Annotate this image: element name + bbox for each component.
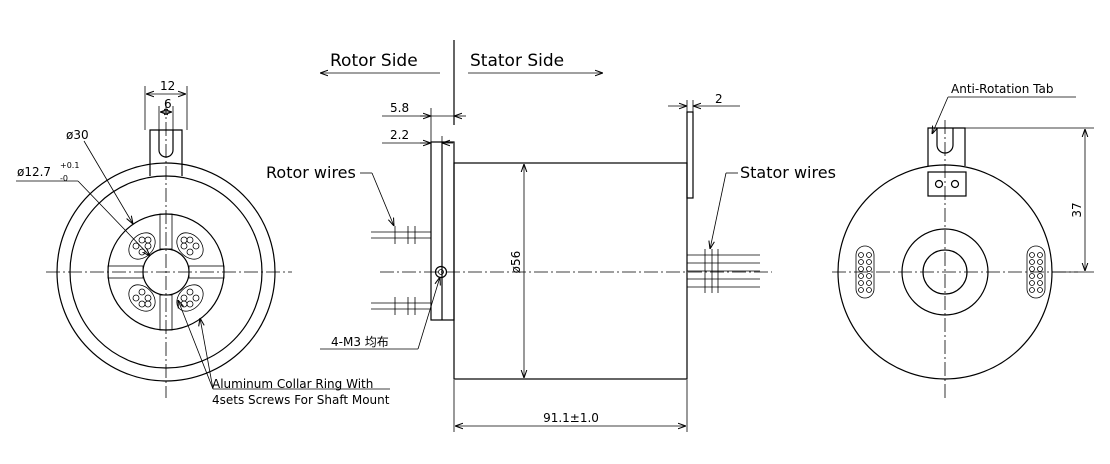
dim-label-56: ø56 (509, 251, 523, 274)
left-inner-circle (69, 175, 263, 369)
collar-note-line-2: 4sets Screws For Shaft Mount (212, 393, 390, 407)
left-tab-slot (158, 130, 174, 158)
collar-screw-slot-top (159, 213, 173, 250)
right-hub-bore (922, 249, 968, 295)
dim-tol-upper: +0.1 (60, 161, 79, 170)
dim-label-6: 6 (164, 97, 172, 111)
wire-bundle-left (855, 245, 875, 299)
dim-label-30: ø30 (66, 128, 89, 142)
right-tab-slot (936, 128, 954, 154)
collar-note-line-1: Aluminum Collar Ring With (212, 377, 373, 391)
dim-label-5-8: 5.8 (390, 101, 409, 115)
stator-body (453, 162, 688, 380)
dim-tol-lower: -0 (60, 174, 68, 183)
collar-screw-slot-left (107, 265, 144, 279)
rotor-side-heading: Rotor Side (330, 51, 418, 71)
collar-note-leader-2 (200, 318, 214, 390)
wire-bundle-lower-left (128, 284, 156, 312)
rotor-wires-leader (371, 172, 394, 226)
dim-label-12: 12 (160, 79, 175, 93)
wire-bundle-upper-left (128, 232, 156, 260)
tab-hole-left (934, 179, 944, 189)
stator-wires-leader (710, 172, 727, 249)
side-view: Rotor wires Stator wires 5.8 2.2 2 ø56 9 (266, 92, 836, 432)
dim-label-91-1: 91.1±1.0 (543, 411, 599, 425)
tab-hole-right (950, 179, 960, 189)
stator-wires-label: Stator wires (740, 163, 836, 182)
rotor-wires-upper (371, 226, 431, 244)
anti-rotation-tab-side (686, 111, 694, 199)
m3-screw-inner (438, 269, 444, 275)
left-mount-tab (149, 129, 183, 176)
anti-rotation-tab-label: Anti-Rotation Tab (951, 82, 1054, 96)
collar-screw-slot-right (188, 265, 225, 279)
dim-label-12-7: ø12.7 (17, 165, 51, 179)
stator-wires (687, 249, 760, 293)
side-headings: Rotor Side Stator Side (320, 40, 603, 125)
wire-bundle-right (1026, 245, 1046, 299)
left-outer-circle (56, 162, 276, 382)
screw-note-leader (417, 277, 440, 350)
right-anti-rotation-tab (927, 127, 966, 166)
dim-leader-12-7 (77, 180, 150, 256)
wire-bundle-lower-right (176, 284, 204, 312)
dim-leader-30 (83, 140, 133, 224)
screw-note: 4-M3 均布 (331, 335, 389, 349)
collar-screw-slot-bottom (159, 294, 173, 331)
rotor-wires-lower (371, 297, 431, 315)
dim-label-2-2: 2.2 (390, 128, 409, 142)
dim-label-2: 2 (715, 92, 723, 106)
anti-rotation-leader (932, 96, 949, 134)
right-end-view: Anti-Rotation Tab 37 (832, 82, 1094, 398)
left-end-view: 12 6 ø30 (16, 79, 390, 407)
right-tab-base (927, 171, 967, 197)
collar-note-leader-1 (178, 300, 214, 390)
right-hub-outer (901, 228, 989, 316)
rotor-wires-label: Rotor wires (266, 163, 356, 182)
stator-side-heading: Stator Side (470, 51, 564, 71)
dim-label-37: 37 (1070, 202, 1084, 217)
wire-bundle-upper-right (176, 232, 204, 260)
m3-screw-head (434, 265, 448, 279)
